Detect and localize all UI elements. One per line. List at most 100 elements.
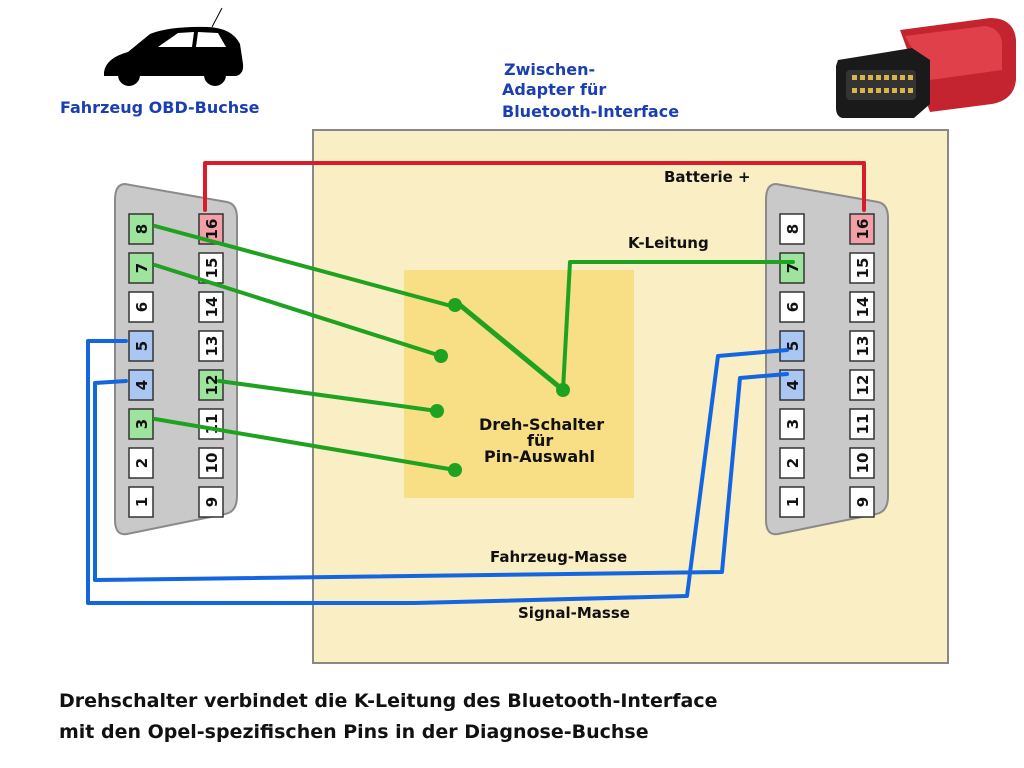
pin-number: 12 <box>203 375 221 396</box>
pin-box <box>849 408 875 440</box>
pin-box <box>128 369 154 401</box>
pin-7: 7 <box>128 252 154 284</box>
switch-contact <box>448 298 462 312</box>
pin-box <box>198 369 224 401</box>
caption-line1: Drehschalter verbindet die K-Leitung des… <box>59 690 718 712</box>
switch-label-line1: Dreh-Schalter <box>479 415 604 434</box>
pin-number: 2 <box>133 458 151 468</box>
pin-7: 7 <box>779 252 805 284</box>
wire-pin8-to-switch <box>153 224 457 309</box>
pin-box <box>849 252 875 284</box>
switch-area <box>404 270 634 498</box>
adapter-label-line1: Zwischen- <box>504 60 595 79</box>
pin-2: 2 <box>128 447 154 479</box>
pin-box <box>128 447 154 479</box>
pin-number: 4 <box>133 380 151 390</box>
pin-box <box>779 447 805 479</box>
pin-16: 16 <box>849 213 875 245</box>
vehicle-ground-label: Fahrzeug-Masse <box>490 548 627 566</box>
obd-bluetooth-dongle-icon <box>836 18 1016 118</box>
pin-box <box>128 486 154 518</box>
pin-9: 9 <box>849 486 875 518</box>
pin-number: 4 <box>784 380 802 390</box>
pin-number: 7 <box>784 263 802 273</box>
obd-connector-right: 8 7 6 5 4 3 2 1 16 15 14 13 12 11 10 9 <box>765 182 889 536</box>
pin-number: 10 <box>203 453 221 474</box>
pin-number: 1 <box>784 497 802 507</box>
car-silhouette-icon <box>104 7 244 86</box>
pin-box <box>849 447 875 479</box>
pin-14: 14 <box>198 291 224 323</box>
pin-box <box>128 213 154 245</box>
pin-number: 6 <box>784 302 802 312</box>
pin-10: 10 <box>198 447 224 479</box>
pin-box <box>849 486 875 518</box>
pin-1: 1 <box>128 486 154 518</box>
pin-13: 13 <box>198 330 224 362</box>
pin-4: 4 <box>128 369 154 401</box>
wire-pin3-to-switch <box>153 417 457 472</box>
switch-lever <box>452 298 566 393</box>
battery-wire <box>203 161 866 212</box>
pin-box <box>198 252 224 284</box>
pin-box <box>198 330 224 362</box>
pin-3: 3 <box>128 408 154 440</box>
pin-box <box>849 330 875 362</box>
wires <box>86 161 866 605</box>
pin-9: 9 <box>198 486 224 518</box>
pin-number: 9 <box>854 497 872 507</box>
pin-1: 1 <box>779 486 805 518</box>
vehicle-socket-label: Fahrzeug OBD-Buchse <box>60 98 260 117</box>
pin-number: 2 <box>784 458 802 468</box>
pin-14: 14 <box>849 291 875 323</box>
caption-line2: mit den Opel-spezifischen Pins in der Di… <box>59 721 649 743</box>
pin-number: 13 <box>854 336 872 357</box>
pin-3: 3 <box>779 408 805 440</box>
pin-6: 6 <box>779 291 805 323</box>
pin-box <box>198 408 224 440</box>
k-line-label: K-Leitung <box>628 234 709 252</box>
pin-box <box>198 486 224 518</box>
switch-label-line2: für <box>527 431 553 450</box>
pin-number: 14 <box>203 297 221 318</box>
switch-contacts <box>430 298 570 477</box>
pin-number: 15 <box>203 258 221 279</box>
pin-box <box>128 291 154 323</box>
pin-box <box>779 213 805 245</box>
pin-8: 8 <box>779 213 805 245</box>
pin-box <box>849 369 875 401</box>
pin-number: 5 <box>133 341 151 351</box>
pin-15: 15 <box>849 252 875 284</box>
pin-number: 12 <box>854 375 872 396</box>
wire-pin12-to-switch <box>217 379 439 413</box>
pin-12: 12 <box>198 369 224 401</box>
pin-5: 5 <box>128 330 154 362</box>
switch-contact <box>434 349 448 363</box>
pin-box <box>779 330 805 362</box>
pin-box <box>198 447 224 479</box>
pin-number: 8 <box>784 224 802 234</box>
pin-number: 13 <box>203 336 221 357</box>
signal-ground-label: Signal-Masse <box>518 604 630 622</box>
pin-number: 6 <box>133 302 151 312</box>
pin-5: 5 <box>779 330 805 362</box>
pin-number: 10 <box>854 453 872 474</box>
switch-contact <box>448 463 462 477</box>
pin-number: 3 <box>784 419 802 429</box>
pin-6: 6 <box>128 291 154 323</box>
switch-label-line3: Pin-Auswahl <box>484 447 595 466</box>
pin-2: 2 <box>779 447 805 479</box>
pin-box <box>128 408 154 440</box>
pin-number: 11 <box>854 414 872 435</box>
pin-8: 8 <box>128 213 154 245</box>
switch-contact <box>430 404 444 418</box>
pin-number: 7 <box>133 263 151 273</box>
pin-11: 11 <box>198 408 224 440</box>
pin-number: 1 <box>133 497 151 507</box>
pin-number: 8 <box>133 224 151 234</box>
vehicle-ground-wire <box>93 372 789 582</box>
k-line-wire <box>561 260 795 392</box>
pin-box <box>128 330 154 362</box>
